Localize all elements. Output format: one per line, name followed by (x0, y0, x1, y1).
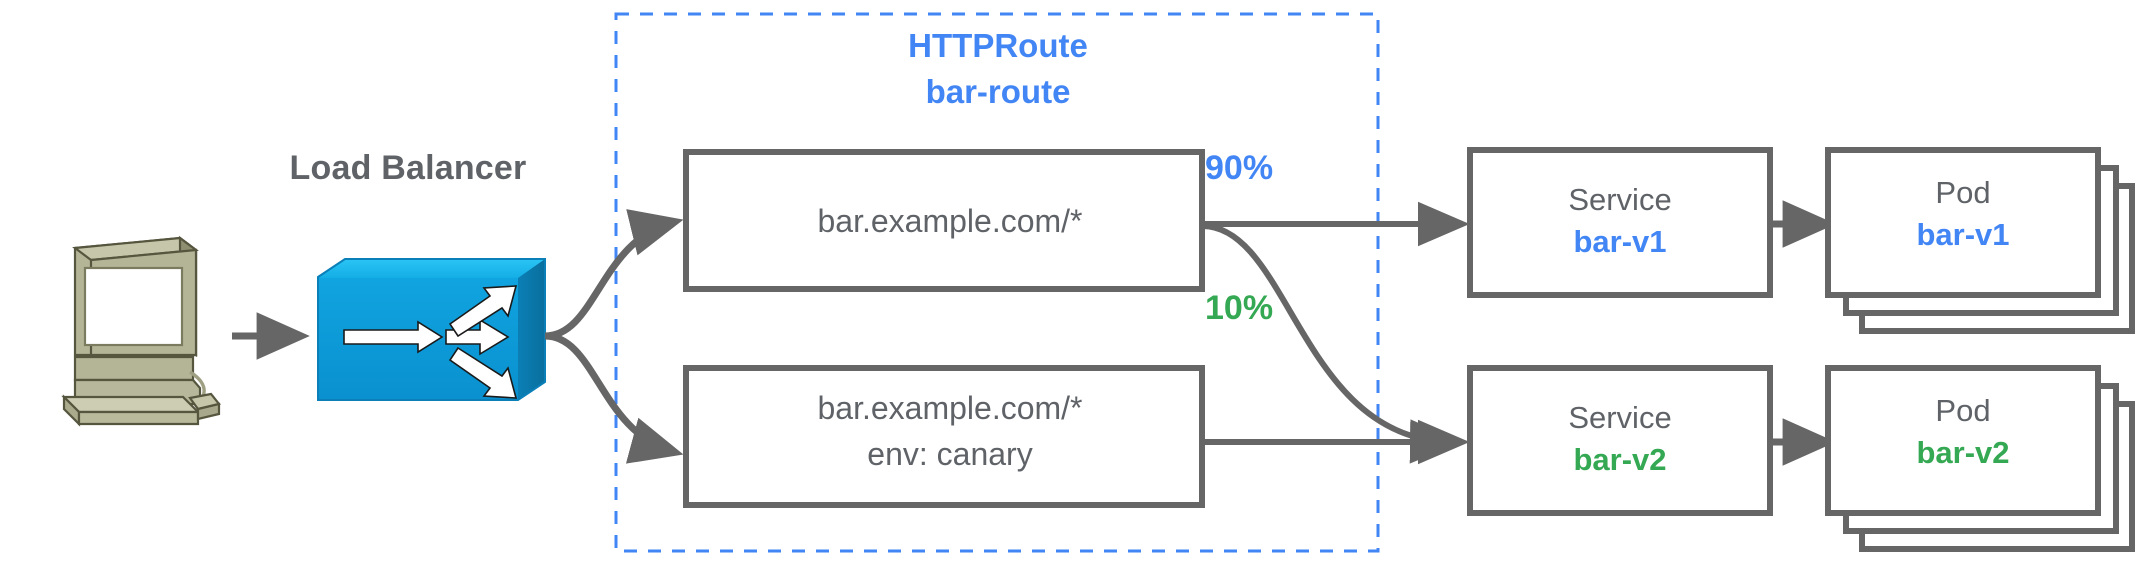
rule-1-match-line-1: bar.example.com/* (817, 203, 1083, 239)
rule-box-2[interactable] (683, 365, 1205, 508)
service-bar-v1-name-label: bar-v1 (1573, 224, 1667, 259)
pod-bar-v2-kind-label: Pod (1935, 393, 1991, 428)
desktop-computer-icon (61, 235, 221, 427)
rule-box-1[interactable] (683, 149, 1205, 292)
service-box-bar-v1[interactable] (1467, 147, 1773, 298)
pod-bar-v2-name-label: bar-v2 (1916, 435, 2010, 470)
pod-bar-v1-kind-label: Pod (1935, 175, 1991, 210)
arrow-rule1-to-svc-v2 (1201, 223, 1462, 464)
service-box-bar-v2[interactable] (1467, 365, 1773, 516)
arrow-lb-to-rule-2 (544, 332, 684, 464)
service-bar-v2-kind-label: Service (1568, 400, 1672, 435)
weight-label-10: 10% (1205, 289, 1274, 327)
service-bar-v2-name-label: bar-v2 (1573, 442, 1667, 477)
httproute-kind-label: HTTPRoute (908, 27, 1088, 64)
load-balancer-label: Load Balancer (289, 149, 527, 187)
load-balancer-switch-icon (317, 258, 546, 401)
arrow-lb-to-rule-1 (544, 209, 684, 340)
rule-2-match-line-2: env: canary (867, 436, 1033, 472)
httproute-boundary (614, 12, 1380, 553)
pod-bar-v1-name-label: bar-v1 (1916, 217, 2010, 252)
rule-2-match-line-1: bar.example.com/* (817, 390, 1083, 426)
weight-label-90: 90% (1205, 149, 1274, 187)
httproute-name-label: bar-route (925, 73, 1071, 110)
pod-stack-bar-v1[interactable] (1825, 147, 2135, 334)
pod-stack-bar-v2[interactable] (1825, 365, 2135, 552)
service-bar-v1-kind-label: Service (1568, 182, 1672, 217)
